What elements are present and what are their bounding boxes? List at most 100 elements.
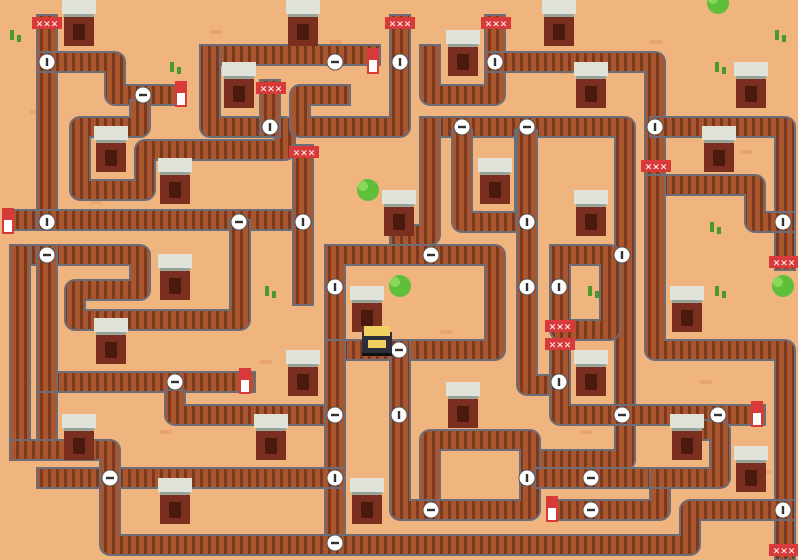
switch-toggle[interactable]	[486, 53, 504, 71]
barrier-mark: ✕✕✕	[549, 323, 572, 333]
house-icon	[286, 0, 320, 46]
building-roof	[158, 158, 192, 172]
buffer-stop-icon[interactable]: ✕✕✕	[769, 544, 798, 557]
switch-toggle[interactable]	[550, 278, 568, 296]
buffer-stop-icon[interactable]: ✕✕✕	[641, 160, 671, 173]
switch-toggle[interactable]	[613, 246, 631, 264]
switch-toggle[interactable]	[38, 246, 56, 264]
track-segment	[11, 441, 794, 554]
house-icon	[62, 0, 96, 46]
switch-toggle[interactable]	[582, 501, 600, 519]
switch-toggle[interactable]	[261, 118, 279, 136]
switch-indicator	[106, 476, 114, 480]
barrier-mark	[753, 413, 761, 425]
buffer-stop-icon[interactable]	[546, 496, 558, 522]
building-roof	[62, 414, 96, 428]
train-wheels	[362, 353, 392, 356]
switch-toggle[interactable]	[38, 213, 56, 231]
vegetation-layer	[10, 0, 794, 298]
switch-toggle[interactable]	[326, 469, 344, 487]
switch-toggle[interactable]	[518, 278, 536, 296]
switch-toggle[interactable]	[646, 118, 664, 136]
buffer-stop-icon[interactable]	[367, 48, 379, 74]
building-roof-edge	[576, 76, 606, 79]
building-door	[585, 214, 597, 230]
barrier-bar	[256, 82, 286, 94]
switch-toggle[interactable]	[326, 534, 344, 552]
switch-toggle[interactable]	[550, 373, 568, 391]
switch-toggle[interactable]	[774, 213, 792, 231]
building-roof	[446, 382, 480, 396]
buffer-stop-icon[interactable]	[751, 401, 763, 427]
switch-toggle[interactable]	[774, 501, 792, 519]
building-roof	[734, 62, 768, 76]
switch-toggle[interactable]	[518, 469, 536, 487]
buffer-stop-icon[interactable]: ✕✕✕	[289, 146, 319, 159]
cactus-stem	[177, 67, 181, 74]
switch-toggle[interactable]	[38, 53, 56, 71]
building-roof-edge	[160, 492, 190, 495]
building-roof	[734, 446, 768, 460]
cactus-icon	[775, 30, 786, 42]
buffer-stop-icon[interactable]	[2, 208, 14, 234]
barrier-mark: ✕✕✕	[773, 547, 796, 557]
switch-toggle[interactable]	[326, 53, 344, 71]
buffer-stop-icon[interactable]	[175, 81, 187, 107]
switch-toggle[interactable]	[453, 118, 471, 136]
track-segment	[551, 246, 619, 339]
buffer-stop-icon[interactable]: ✕✕✕	[32, 17, 62, 30]
switch-toggle[interactable]	[518, 213, 536, 231]
switch-indicator	[523, 125, 531, 129]
building-door	[713, 150, 725, 166]
building-door	[105, 342, 117, 358]
switch-toggle[interactable]	[326, 278, 344, 296]
building-roof-edge	[480, 172, 510, 175]
switch-toggle[interactable]	[582, 469, 600, 487]
bush-highlight	[773, 277, 783, 287]
locomotive-icon[interactable]	[362, 326, 392, 356]
buffer-stop-icon[interactable]: ✕✕✕	[769, 256, 798, 269]
switch-toggle[interactable]	[230, 213, 248, 231]
house-icon	[542, 0, 576, 46]
building-door	[393, 214, 405, 230]
switch-toggle[interactable]	[134, 86, 152, 104]
switch-toggle[interactable]	[518, 118, 536, 136]
switch-toggle[interactable]	[422, 501, 440, 519]
barrier-bar	[481, 17, 511, 29]
building-door	[489, 182, 501, 198]
building-door	[457, 406, 469, 422]
buffer-stop-icon[interactable]: ✕✕✕	[256, 82, 286, 95]
switch-toggle[interactable]	[390, 341, 408, 359]
train-cab	[364, 326, 390, 336]
buffer-stop-icon[interactable]	[239, 368, 251, 394]
sand-speck	[260, 360, 272, 364]
cactus-stem	[10, 30, 14, 40]
building-door	[585, 374, 597, 390]
switch-toggle[interactable]	[709, 406, 727, 424]
house-icon	[158, 254, 192, 300]
house-icon	[62, 414, 96, 460]
buffer-stop-icon[interactable]: ✕✕✕	[545, 320, 575, 333]
cactus-icon	[715, 62, 726, 74]
switch-toggle[interactable]	[166, 373, 184, 391]
switch-toggle[interactable]	[101, 469, 119, 487]
switch-toggle[interactable]	[390, 406, 408, 424]
bush-icon	[772, 275, 794, 297]
cactus-stem	[722, 291, 726, 298]
sand-speck	[90, 200, 102, 204]
switch-toggle[interactable]	[391, 53, 409, 71]
switch-toggle[interactable]	[326, 406, 344, 424]
building-door	[681, 438, 693, 454]
switch-toggle[interactable]	[294, 213, 312, 231]
buffer-stop-icon[interactable]: ✕✕✕	[481, 17, 511, 30]
buffer-stop-icon[interactable]: ✕✕✕	[545, 338, 575, 351]
building-roof	[574, 62, 608, 76]
switch-toggle[interactable]	[422, 246, 440, 264]
switch-toggle[interactable]	[613, 406, 631, 424]
barrier-bar	[32, 17, 62, 29]
buffer-stop-icon[interactable]: ✕✕✕	[385, 17, 415, 30]
switch-indicator	[618, 413, 626, 417]
building-roof-edge	[64, 14, 94, 17]
